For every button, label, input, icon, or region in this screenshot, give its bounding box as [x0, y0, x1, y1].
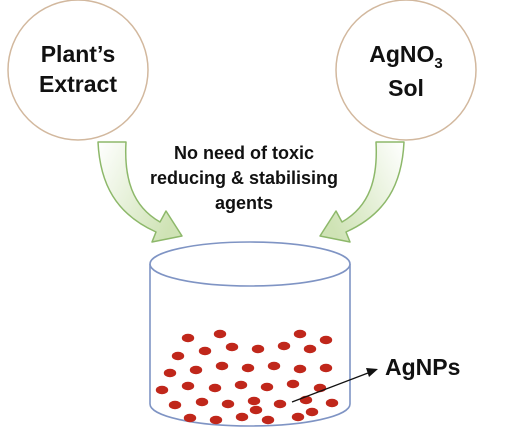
nanoparticle-dot	[249, 405, 263, 415]
nanoparticle-dot	[293, 329, 307, 339]
nanoparticle-dot	[277, 341, 291, 351]
plant-extract-label-line2: Extract	[39, 71, 117, 97]
nanoparticle-dot	[221, 399, 235, 409]
nanoparticle-dot	[189, 365, 203, 375]
nanoparticle-dot	[319, 363, 333, 373]
nanoparticle-dot	[181, 333, 195, 343]
silver-nitrate-subscript: 3	[434, 55, 442, 72]
svg-text:AgNO3: AgNO3	[369, 41, 443, 72]
nanoparticle-dot	[155, 385, 169, 395]
nanoparticle-dot	[198, 346, 212, 356]
left-curved-arrow	[97, 141, 183, 243]
nanoparticle-dot	[208, 383, 222, 393]
nanoparticle-dot	[163, 368, 177, 378]
center-note-line1: No need of toxic	[174, 143, 314, 163]
nanoparticle-dot	[168, 400, 182, 410]
nanoparticle-dot	[247, 396, 261, 406]
nanoparticle-dot	[273, 399, 287, 409]
silver-nitrate-label-line2: Sol	[388, 75, 424, 101]
nanoparticle-dot	[251, 344, 265, 354]
nanoparticle-dot	[303, 344, 317, 354]
plant-extract-label-line1: Plant’s	[41, 41, 116, 67]
nanoparticle-dot	[325, 398, 339, 408]
nanoparticle-dot	[305, 407, 319, 417]
nanoparticle-dot	[225, 342, 239, 352]
agnps-pointer	[291, 368, 378, 403]
nanoparticle-dot	[215, 361, 229, 371]
nanoparticle-dot	[267, 361, 281, 371]
nanoparticle-dot	[171, 351, 185, 361]
nanoparticle-dot	[181, 381, 195, 391]
nanoparticle-dot	[183, 413, 197, 423]
nanoparticle-dot	[319, 335, 333, 345]
center-note-line3: agents	[215, 193, 273, 213]
nanoparticle-dot	[260, 382, 274, 392]
nanoparticle-dot	[261, 415, 275, 425]
reaction-beaker	[149, 241, 351, 427]
agnps-label: AgNPs	[385, 354, 460, 380]
agnps-pointer-head	[366, 368, 378, 377]
beaker-rim	[149, 241, 351, 287]
nanoparticle-dot	[234, 380, 248, 390]
nanoparticle-dot	[291, 412, 305, 422]
nanoparticle-dot	[235, 412, 249, 422]
nanoparticle-dot	[209, 415, 223, 425]
nanoparticle-dot	[195, 397, 209, 407]
plant-extract-circle	[7, 0, 149, 141]
right-curved-arrow	[319, 141, 405, 243]
silver-nitrate-node: AgNO3 Sol	[335, 0, 477, 141]
center-note-line2: reducing & stabilising	[150, 168, 338, 188]
nanoparticles	[155, 329, 339, 425]
beaker-body	[149, 264, 351, 427]
nanoparticle-dot	[293, 364, 307, 374]
center-note: No need of toxic reducing & stabilising …	[150, 143, 338, 213]
nanoparticle-dot	[241, 363, 255, 373]
nanoparticle-dot	[286, 379, 300, 389]
plant-extract-node: Plant’s Extract	[7, 0, 149, 141]
silver-nitrate-formula: AgNO	[369, 41, 434, 67]
silver-nitrate-circle	[335, 0, 477, 141]
nanoparticle-dot	[213, 329, 227, 339]
agnps-pointer-line	[291, 372, 369, 403]
